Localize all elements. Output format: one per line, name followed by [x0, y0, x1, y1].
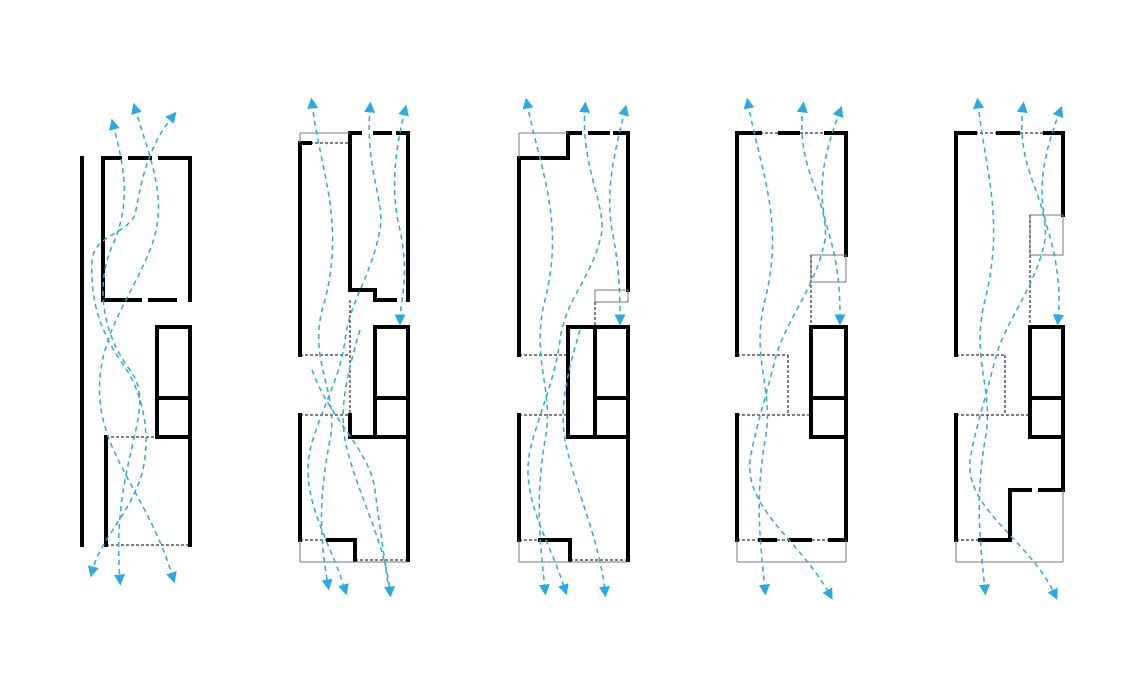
floor-plan-panel-3: [517, 131, 630, 563]
airflow-path: [307, 97, 334, 591]
airflow-path: [821, 105, 846, 326]
airflow-path: [98, 102, 177, 584]
airflow-path: [307, 101, 382, 596]
floor-plan-panel-4: [735, 131, 848, 563]
floor-plan-panel-1: [80, 156, 192, 547]
airflow-path: [102, 118, 141, 586]
outline: [736, 254, 847, 563]
airflow-path: [342, 329, 395, 598]
outline: [299, 132, 408, 563]
airflow-path: [749, 101, 833, 600]
airflow-path: [743, 97, 774, 596]
airflow-path: [1041, 105, 1065, 326]
airflow-path: [522, 97, 554, 596]
airflow-path: [969, 101, 1058, 601]
airflow-path: [973, 97, 995, 596]
openings: [737, 132, 846, 541]
airflow-path: [608, 104, 630, 326]
airflow-path: [527, 101, 603, 596]
floor-plan-panel-2: [298, 131, 410, 563]
walls: [80, 156, 192, 547]
airflow-path: [88, 111, 177, 578]
airflow-path: [393, 104, 410, 326]
walls: [517, 131, 630, 562]
airflow-paths: [88, 97, 1065, 601]
outline: [518, 132, 629, 563]
walls: [298, 131, 410, 562]
airflow-path: [562, 329, 610, 598]
floor-plan-panel-5: [954, 131, 1065, 563]
walls: [735, 131, 848, 542]
airflow-path: [311, 369, 389, 586]
